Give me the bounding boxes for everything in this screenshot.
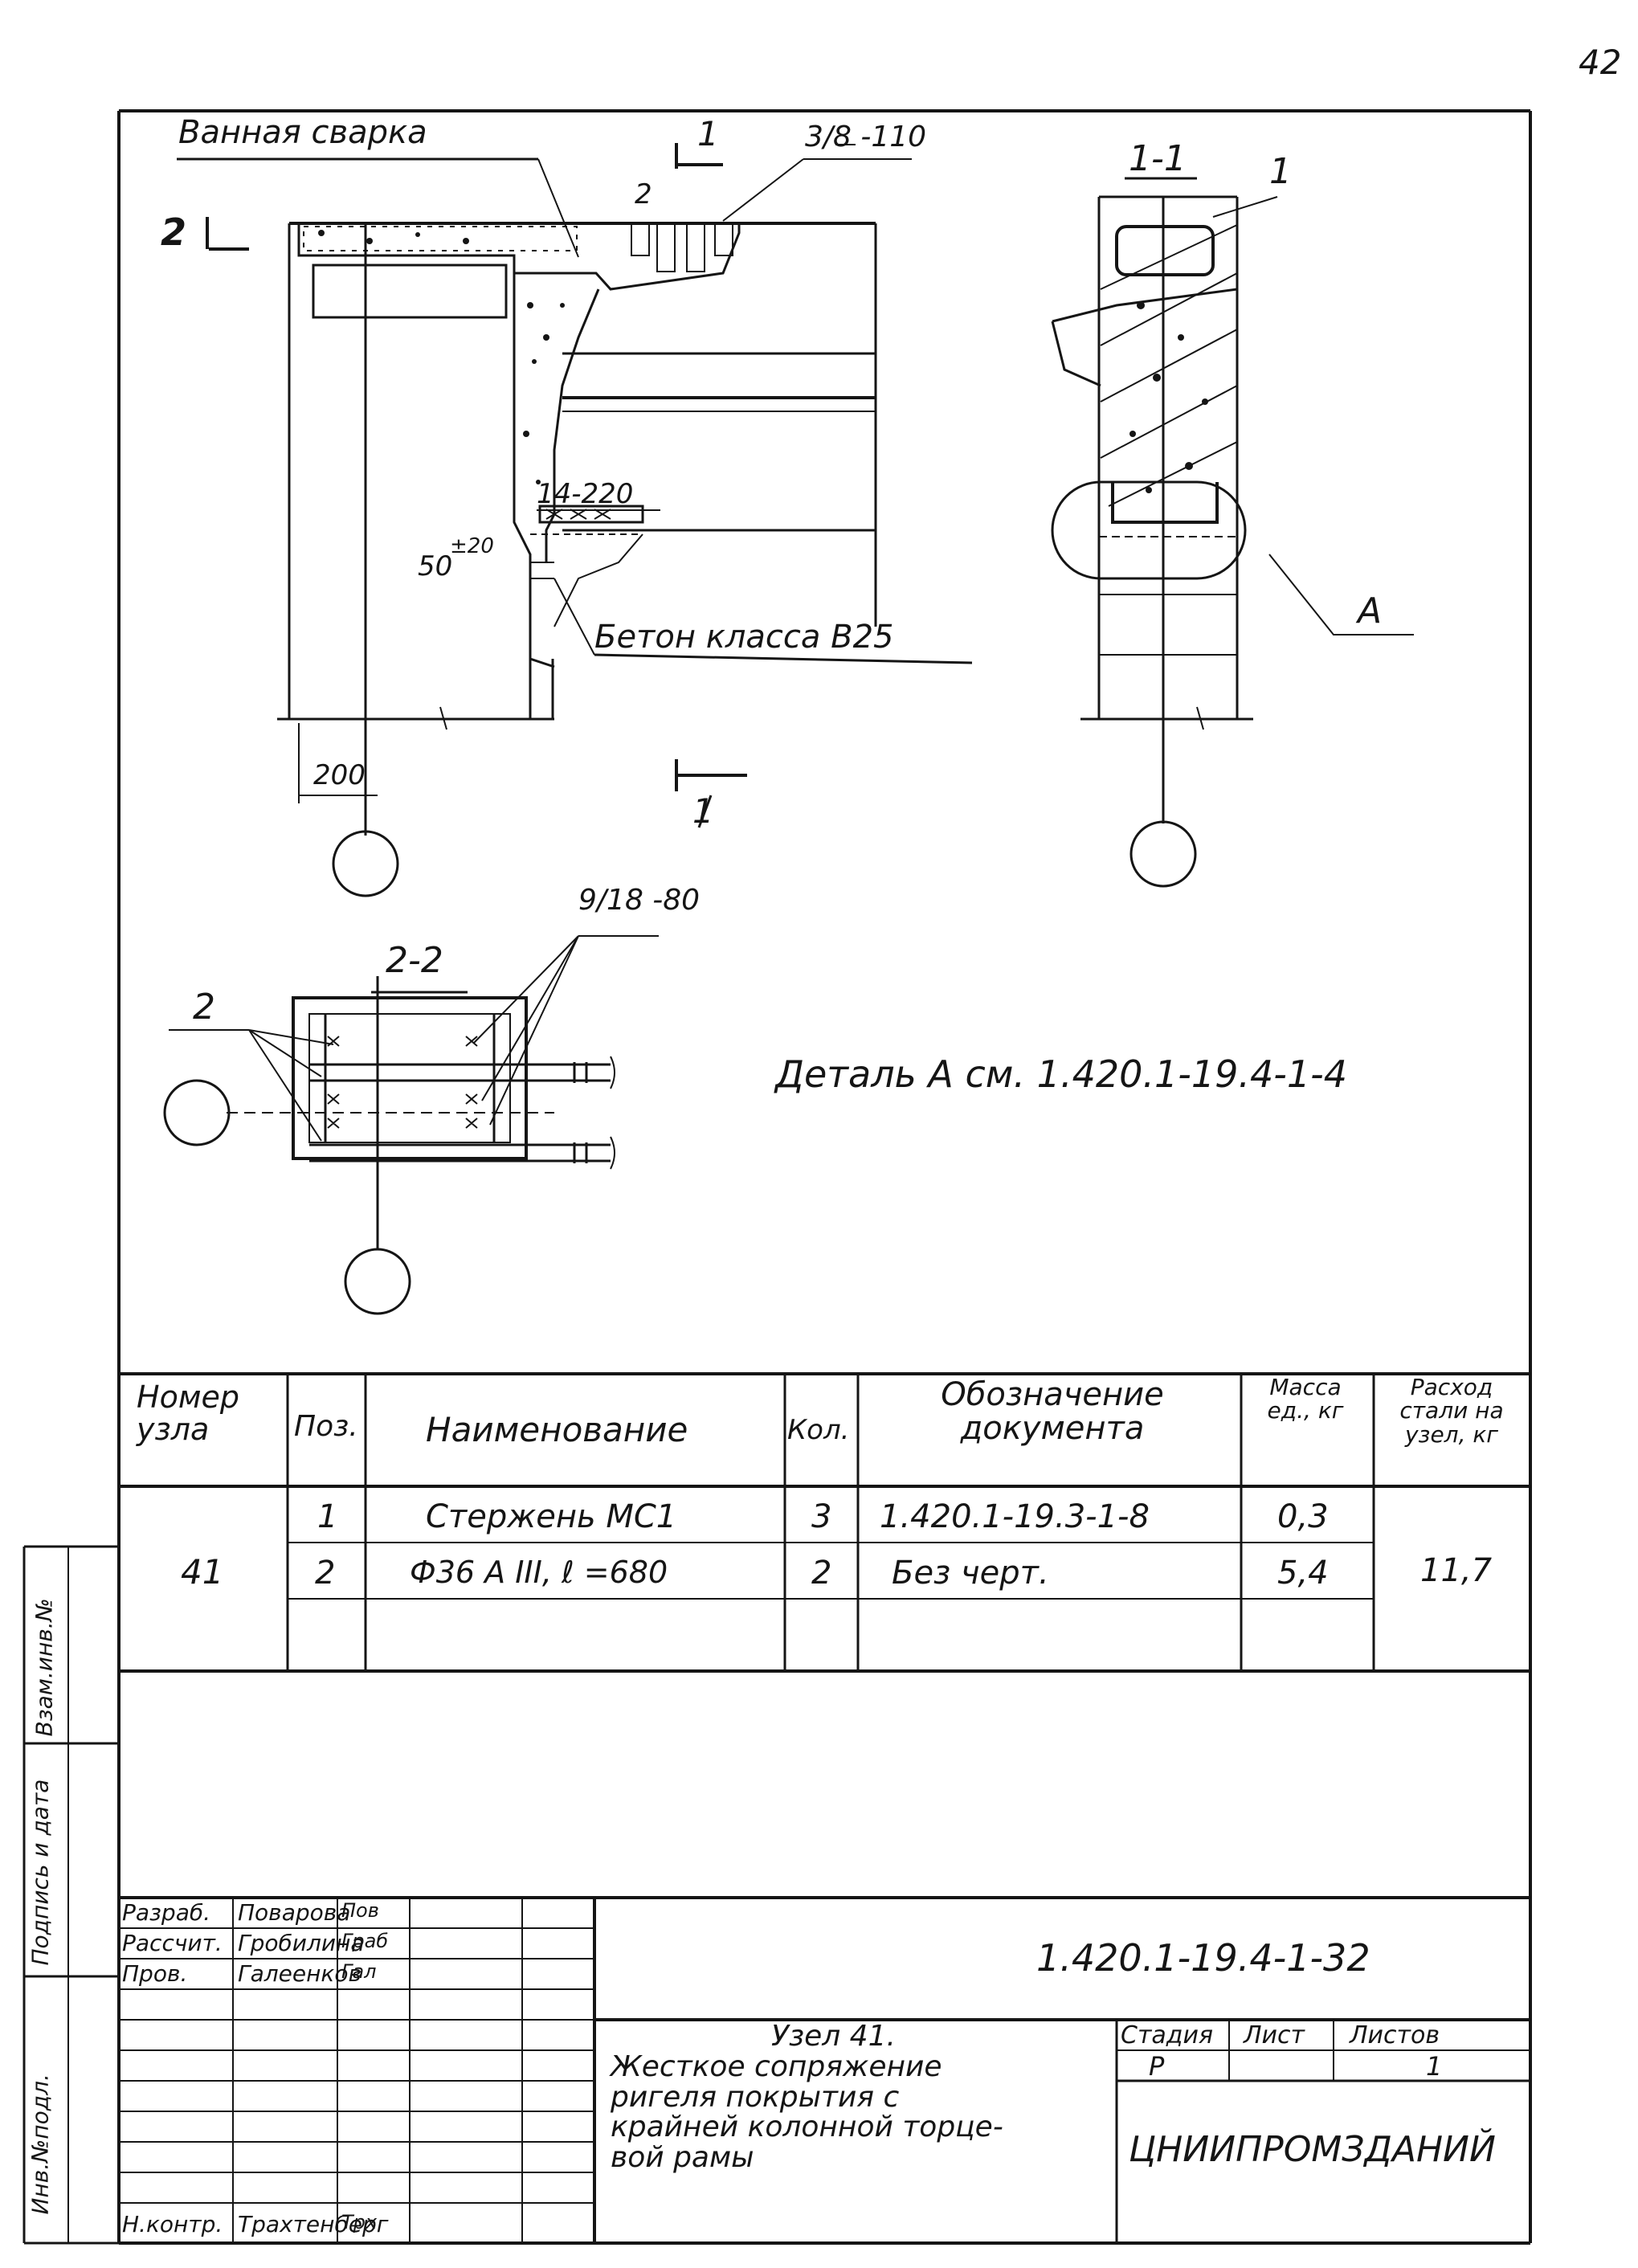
organization: ЦНИИПРОМЗДАНИЙ — [1129, 2129, 1496, 2170]
sheets-label: Листов — [1350, 2021, 1440, 2049]
title-block-grid — [119, 1896, 1530, 2243]
row2-pos: 2 — [315, 1555, 336, 1592]
row1-doc: 1.420.1-19.3-1-8 — [880, 1498, 1150, 1535]
section-1-mark-top: 1 — [697, 114, 719, 153]
role-check: Пров. — [122, 1960, 188, 1987]
section-2-2 — [163, 935, 659, 1315]
stage-value: Р — [1149, 2051, 1165, 2082]
sign-check: Гал — [341, 1960, 377, 1983]
title-line-3: ригеля покрытия с — [611, 2080, 900, 2114]
stamp-sign-date: Подпись и дата — [27, 1779, 54, 1966]
weld-callout: Ванная сварка — [178, 114, 427, 151]
title-line-5: вой рамы — [611, 2141, 754, 2175]
node-title: Узел 41. Жесткое сопряжение ригеля покры… — [611, 2021, 1109, 2173]
sheet-frame — [117, 109, 1532, 2245]
section-2-2-pos: 2 — [193, 987, 215, 1028]
callout-14-220: 14-220 — [537, 478, 634, 510]
dim-200: 200 — [313, 759, 366, 791]
title-line-1: Узел 41. — [771, 2020, 896, 2053]
section-1-mark-bottom: 1 — [692, 791, 714, 831]
stamp-inv-orig: Инв.№подл. — [27, 2074, 54, 2215]
row1-pos: 1 — [317, 1498, 338, 1535]
row1-name: Стержень МС1 — [426, 1498, 677, 1535]
doc-code: 1.420.1-19.4-1-32 — [1036, 1936, 1370, 1980]
pos-2-callout: 2 — [635, 178, 652, 210]
th-mass: Масса ед., кг — [1267, 1374, 1344, 1424]
role-ncontr: Н.контр. — [122, 2211, 223, 2237]
detail-a-callout: А — [1358, 590, 1383, 631]
name-calc: Гробилина — [238, 1930, 365, 1956]
section-2-mark: 2 — [161, 210, 187, 254]
node-number: 41 — [181, 1552, 224, 1592]
th-doc: Обозначение документа — [941, 1376, 1164, 1447]
row2-doc: Без черт. — [892, 1555, 1049, 1592]
section-1-1 — [1051, 177, 1414, 888]
sheets-value: 1 — [1426, 2051, 1443, 2082]
page-number: 42 — [1579, 43, 1621, 82]
section-1-1-title: 1-1 — [1129, 138, 1187, 179]
title-line-4: крайней колонной торце- — [611, 2111, 1003, 2144]
name-dev: Поварова — [238, 1899, 351, 1926]
section-2-2-fraction: 9/18 -80 — [578, 884, 701, 917]
sign-ncontr: Трх — [341, 2211, 378, 2233]
stage-label: Стадия — [1121, 2021, 1214, 2049]
th-name: Наименование — [426, 1410, 688, 1449]
name-check: Галеенков — [238, 1960, 362, 1987]
role-dev: Разраб. — [122, 1899, 211, 1926]
sheet-label: Лист — [1244, 2021, 1305, 2049]
row2-mass: 5,4 — [1277, 1555, 1329, 1592]
detail-note: Деталь А см. 1.420.1-19.4-1-4 — [775, 1052, 1348, 1096]
row1-qty: 3 — [811, 1498, 832, 1535]
spec-table-grid — [119, 1372, 1530, 1673]
stamp-inv-replace: Взам.инв.№ — [31, 1598, 58, 1737]
side-stamp-grid — [22, 1545, 119, 2245]
fraction-callout: 3/8 -110 — [805, 121, 927, 153]
row2-name: Ф36 А III, ℓ =680 — [410, 1555, 668, 1590]
th-node: Номер узла — [137, 1379, 239, 1447]
title-line-2: Жесткое сопряжение — [611, 2049, 942, 2083]
section-1-1-pos: 1 — [1269, 151, 1292, 192]
name-ncontr: Трахтенберг — [238, 2211, 389, 2237]
th-pos: Поз. — [294, 1410, 358, 1443]
elevation-view — [177, 143, 973, 897]
sign-calc: Граб — [341, 1930, 389, 1952]
dim-50-tolerance: ±20 — [450, 534, 494, 558]
steel-total: 11,7 — [1420, 1552, 1493, 1589]
th-qty: Кол. — [787, 1414, 850, 1446]
sign-dev: Пов — [341, 1899, 379, 1922]
dim-50: 50 — [418, 550, 453, 582]
th-steel: Расход стали на узел, кг — [1399, 1374, 1504, 1448]
section-2-2-title: 2-2 — [386, 940, 443, 981]
role-calc: Рассчит. — [122, 1930, 223, 1956]
row1-mass: 0,3 — [1277, 1498, 1329, 1535]
row2-qty: 2 — [811, 1555, 832, 1592]
concrete-callout: Бетон класса В25 — [594, 619, 894, 656]
